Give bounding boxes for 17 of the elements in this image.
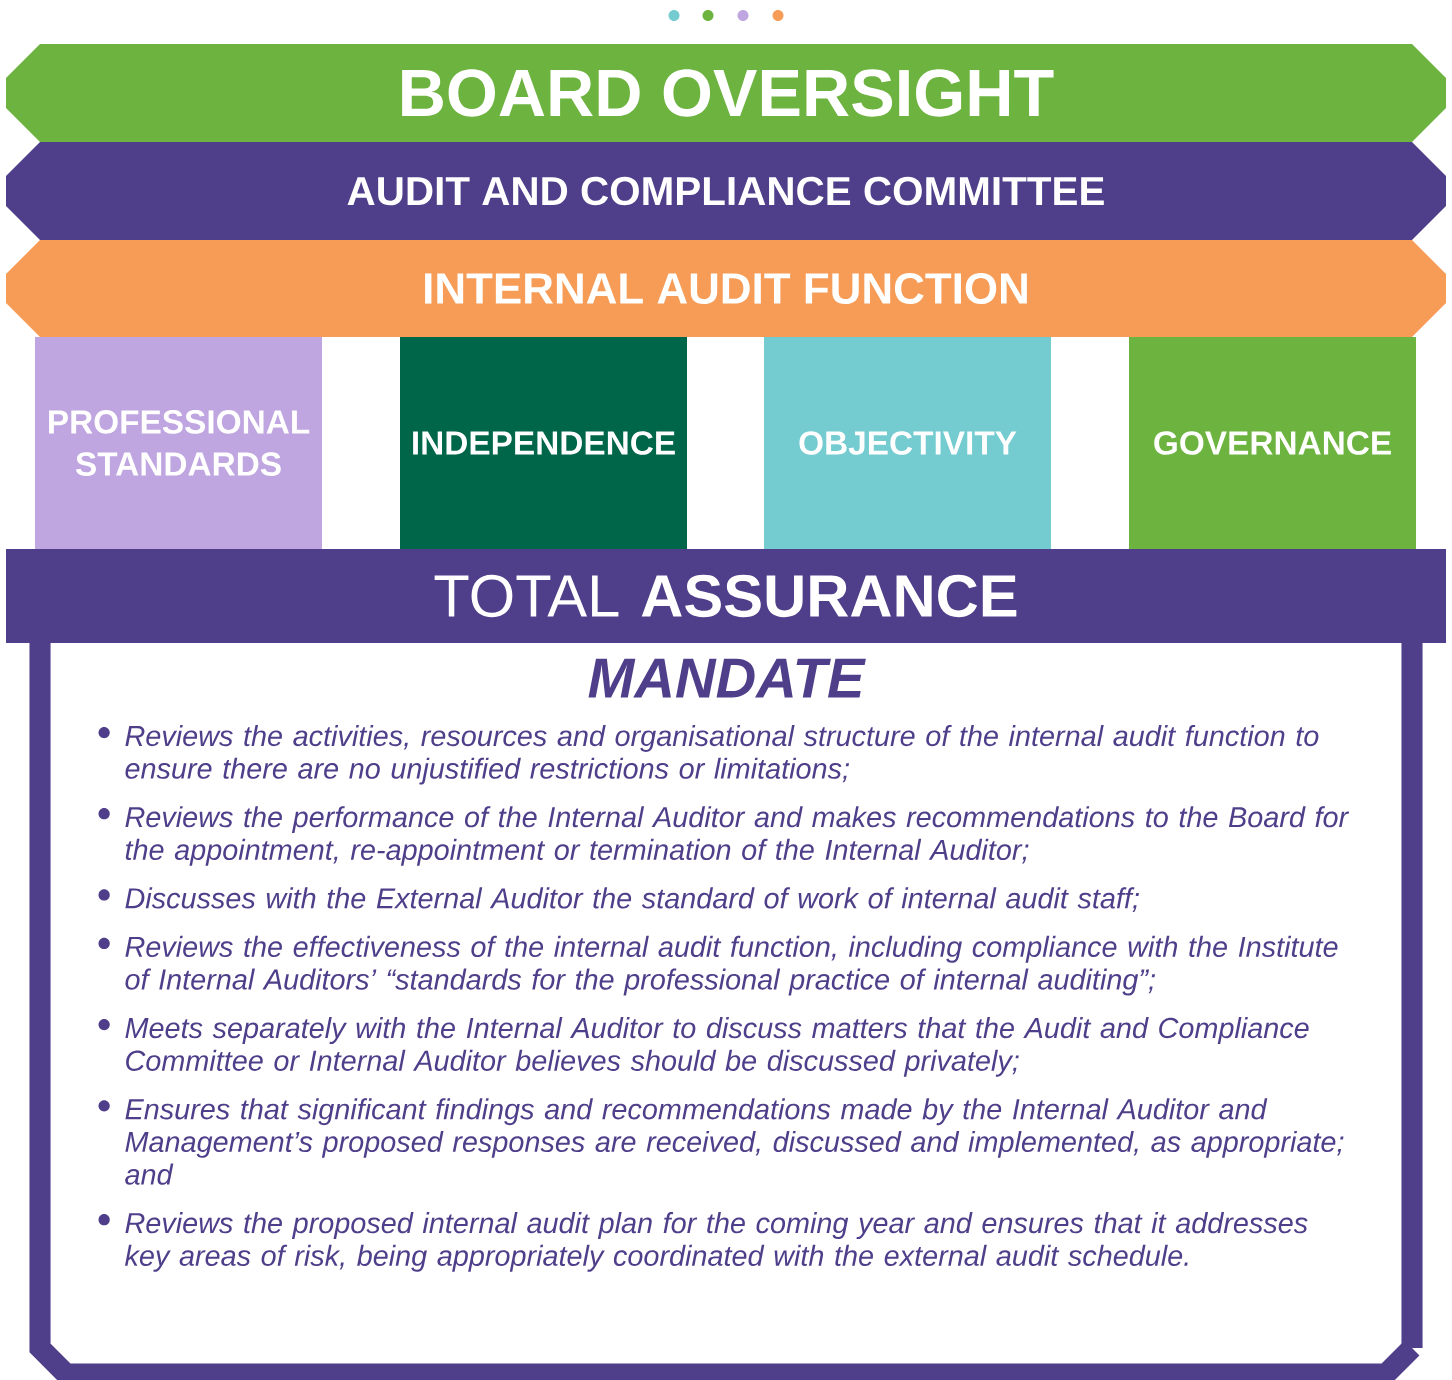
banner: AUDIT AND COMPLIANCE COMMITTEE <box>6 142 1446 240</box>
mandate-panel <box>29 640 1423 1380</box>
assurance-bar: TOTAL ASSURANCE <box>6 549 1446 643</box>
bullet-item: Ensures that significant findings and recommendations made by the Internal Auditor and Management’s proposed responses are received, discussed and implemented, as appropriate; and <box>98 1098 1344 1185</box>
panel-heading: MANDATE <box>588 658 866 698</box>
banner: INTERNAL AUDIT FUNCTION <box>6 240 1446 337</box>
pillar-box: OBJECTIVITY <box>764 337 1051 549</box>
bullet-item: Discusses with the External Auditor the standard of work of internal audit staff; <box>98 887 1139 912</box>
bullet-item: Reviews the activities, resources and organisational structure of the internal audit function to ensure there are no unjustified restrictions or limitations; <box>98 725 1319 785</box>
bullet-item: Reviews the performance of the Internal Auditor and makes recommendations to the Board for the appointment, re-appointment or termination of the Internal Auditor; <box>98 806 1350 866</box>
banner: BOARD OVERSIGHT <box>6 44 1446 142</box>
pillar-box: INDEPENDENCE <box>400 337 687 549</box>
pillar-box: PROFESSIONAL STANDARDS <box>35 337 322 549</box>
bullet-item: Reviews the proposed internal audit plan for the coming year and ensures that it addresses key areas of risk, being appropriately coordinated with the external audit schedule. <box>98 1212 1308 1272</box>
bullet-item: Reviews the effectiveness of the internal audit function, including compliance with the Institute of Internal Auditors’ “standards for the professional practice of internal auditing”; <box>98 935 1338 996</box>
pillar-box: GOVERNANCE <box>1129 337 1416 549</box>
bullet-item: Meets separately with the Internal Auditor to discuss matters that the Audit and Compliance Committee or Internal Auditor believes should be discussed privately; <box>98 1017 1309 1077</box>
